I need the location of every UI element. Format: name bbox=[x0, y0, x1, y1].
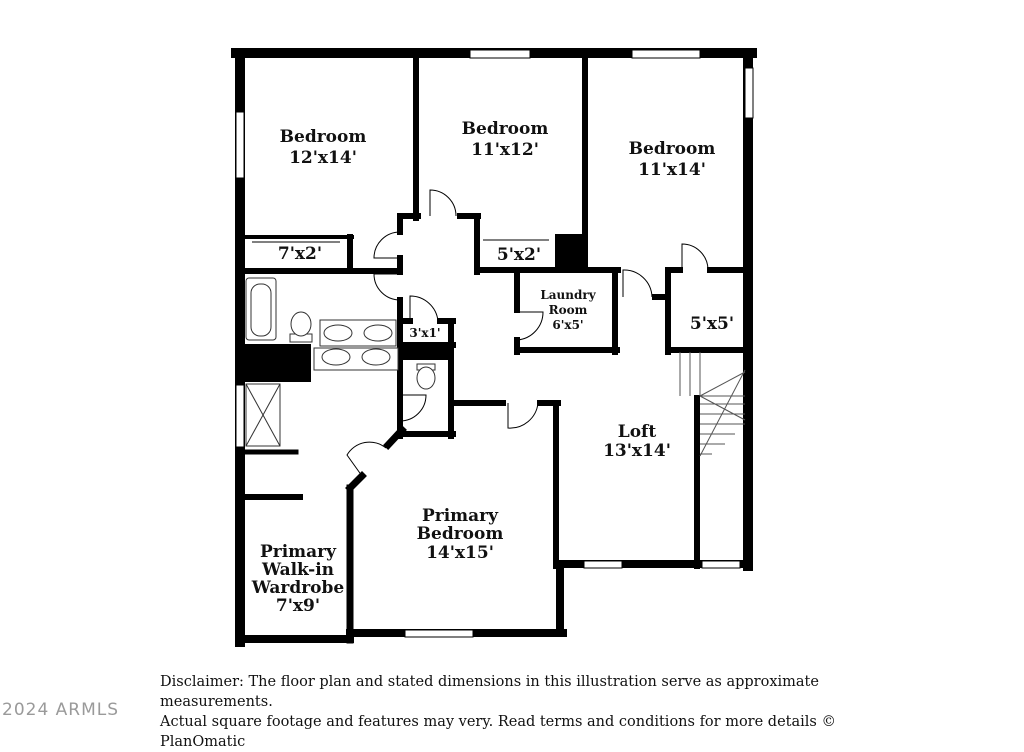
watermark: 2024 ARMLS bbox=[2, 700, 120, 720]
closet-left-dims: 7'x2' bbox=[278, 244, 322, 264]
toilet-bowl-wc bbox=[416, 366, 436, 390]
sink-upper-left bbox=[323, 324, 353, 342]
loft-name: Loft bbox=[618, 422, 657, 442]
toilet-bowl bbox=[290, 311, 312, 337]
wardrobe-line3: Wardrobe bbox=[251, 578, 345, 598]
disclaimer-line2: Actual square footage and features may v… bbox=[160, 714, 836, 750]
wc-closet-dims: 3'x1' bbox=[409, 326, 440, 340]
laundry-dims: 6'x5' bbox=[552, 318, 583, 332]
primary-bedroom-line2: Bedroom bbox=[417, 524, 504, 544]
disclaimer-line1: Disclaimer: The floor plan and stated di… bbox=[160, 674, 819, 710]
closet-rods bbox=[252, 239, 549, 243]
bedroom-left-name: Bedroom bbox=[280, 127, 367, 147]
bedroom-right-dims: 11'x14' bbox=[638, 160, 706, 180]
disclaimer: Disclaimer: The floor plan and stated di… bbox=[160, 672, 920, 752]
laundry-line2: Room bbox=[549, 303, 588, 317]
closet-right-dims: 5'x5' bbox=[690, 314, 734, 334]
labels: Bedroom 12'x14' Bedroom 11'x12' Bedroom … bbox=[251, 119, 734, 616]
bedroom-middle-dims: 11'x12' bbox=[471, 140, 539, 160]
doors bbox=[346, 189, 709, 477]
sink-lower-right bbox=[361, 348, 391, 366]
closet-middle-dims: 5'x2' bbox=[497, 245, 541, 265]
bedroom-left-dims: 12'x14' bbox=[289, 148, 357, 168]
wardrobe-dims: 7'x9' bbox=[276, 596, 320, 616]
solid-blocks bbox=[244, 234, 586, 382]
wardrobe-line1: Primary bbox=[260, 542, 337, 562]
sink-lower-left bbox=[321, 348, 351, 366]
stairs bbox=[679, 352, 746, 457]
laundry-line1: Laundry bbox=[540, 288, 596, 302]
bedroom-middle-name: Bedroom bbox=[462, 119, 549, 139]
wardrobe-line2: Walk-in bbox=[261, 560, 334, 580]
primary-bedroom-dims: 14'x15' bbox=[426, 543, 494, 563]
primary-bedroom-line1: Primary bbox=[422, 506, 499, 526]
loft-dims: 13'x14' bbox=[603, 441, 671, 461]
sink-upper-right bbox=[363, 324, 393, 342]
bedroom-right-name: Bedroom bbox=[629, 139, 716, 159]
fixtures bbox=[245, 277, 436, 447]
windows bbox=[235, 49, 754, 638]
